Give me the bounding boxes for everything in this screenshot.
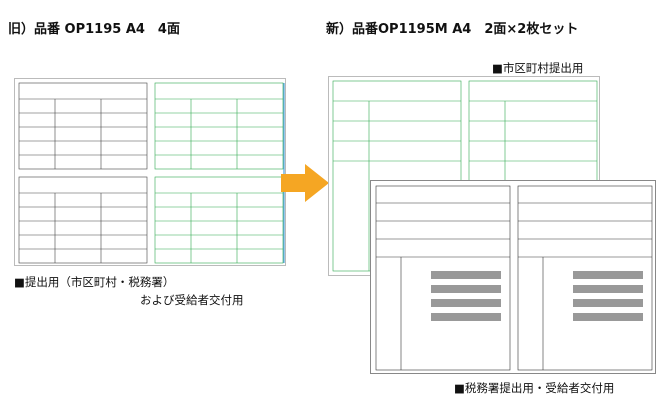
tax-office-note: ■税務署提出用・受給者交付用 [454, 381, 615, 395]
old-form-top-right [154, 82, 284, 170]
new-product-title: 新）品番OP1195M A4 2面×2枚セット [326, 22, 579, 37]
old-form-top-left [18, 82, 148, 170]
city-submission-note: ■市区町村提出用 [492, 61, 584, 75]
old-form-bottom-right [154, 176, 284, 264]
new-black-drawing [375, 185, 653, 371]
old-note-line2: および受給者交付用 [140, 293, 244, 307]
old-product-title: 旧）品番 OP1195 A4 4面 [8, 22, 180, 37]
arrow-right-icon [281, 164, 329, 202]
old-form-sheet [14, 78, 286, 266]
old-note-line1: ■提出用（市区町村・税務署） [14, 275, 175, 289]
old-form-drawing [18, 82, 285, 264]
old-form-bottom-left [18, 176, 148, 264]
new-black-sheet [370, 180, 656, 374]
